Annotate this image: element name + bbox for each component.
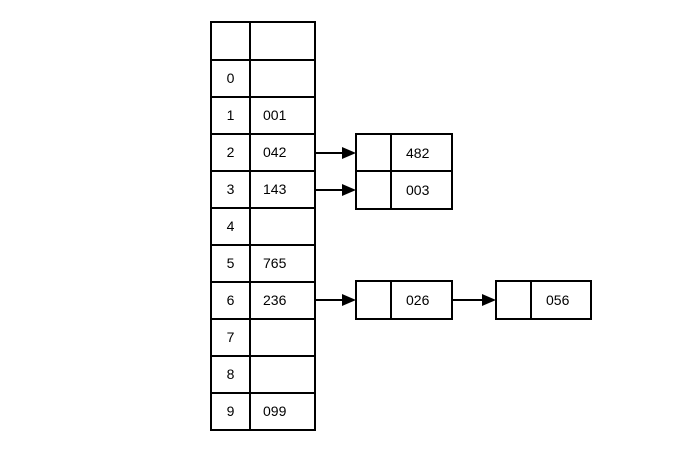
slot-index-2: 2 <box>210 133 251 172</box>
slot-index-0: 0 <box>210 59 251 98</box>
chain-node-482: 482 <box>355 133 453 173</box>
node-value-003: 003 <box>406 182 430 198</box>
node-value-482: 482 <box>406 145 430 161</box>
slot-index-8: 8 <box>210 355 251 394</box>
table-row: 0 <box>210 59 316 98</box>
slot-value-8 <box>249 355 316 394</box>
table-row: 1 001 <box>210 96 316 135</box>
slot-value-3: 143 <box>249 170 316 209</box>
table-row: 2 042 <box>210 133 316 172</box>
node-value-026: 026 <box>406 292 430 308</box>
slot-value-5: 765 <box>249 244 316 283</box>
table-row: 8 <box>210 355 316 394</box>
chain-node-003: 003 <box>355 170 453 210</box>
node-pointer-cell <box>357 135 392 171</box>
slot-value-1: 001 <box>249 96 316 135</box>
table-row: 3 143 <box>210 170 316 209</box>
node-pointer-cell <box>357 172 392 208</box>
slot-index-5: 5 <box>210 244 251 283</box>
arrow-slot3-to-node-003 <box>314 184 356 196</box>
slot-index-6: 6 <box>210 281 251 320</box>
table-row: 4 <box>210 207 316 246</box>
slot-index-3: 3 <box>210 170 251 209</box>
hash-table: 0 1 001 2 042 3 143 4 5 765 <box>210 21 316 431</box>
chain-node-056: 056 <box>495 280 592 320</box>
slot-value-4 <box>249 207 316 246</box>
slot-value-6: 236 <box>249 281 316 320</box>
header-index-cell <box>210 21 251 61</box>
table-row: 9 099 <box>210 392 316 431</box>
slot-value-9: 099 <box>249 392 316 431</box>
table-header-row <box>210 21 316 61</box>
slot-index-4: 4 <box>210 207 251 246</box>
node-pointer-cell <box>357 282 392 318</box>
node-pointer-cell <box>497 282 532 318</box>
slot-index-9: 9 <box>210 392 251 431</box>
slot-index-1: 1 <box>210 96 251 135</box>
chain-node-026: 026 <box>355 280 453 320</box>
table-row: 6 236 <box>210 281 316 320</box>
slot-value-0 <box>249 59 316 98</box>
slot-index-7: 7 <box>210 318 251 357</box>
header-value-cell <box>249 21 316 61</box>
arrow-slot6-to-node-026 <box>314 294 356 306</box>
table-row: 7 <box>210 318 316 357</box>
node-value-056: 056 <box>546 292 570 308</box>
slot-value-7 <box>249 318 316 357</box>
table-row: 5 765 <box>210 244 316 283</box>
arrow-slot2-to-node-482 <box>314 147 356 159</box>
slot-value-2: 042 <box>249 133 316 172</box>
arrow-node-026-to-node-056 <box>453 294 496 306</box>
